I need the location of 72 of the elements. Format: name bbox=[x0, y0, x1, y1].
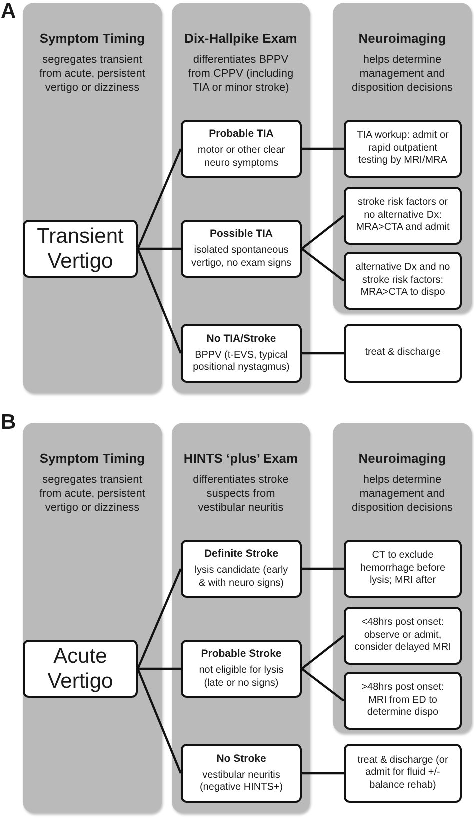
box-heading: Probable Stroke bbox=[201, 648, 282, 661]
connector-line bbox=[301, 215, 345, 250]
box-text: <48hrs post onset: observe or admit, consider delayed MRI bbox=[354, 617, 452, 655]
column-heading: HINTS ‘plus’ Exam bbox=[184, 451, 298, 467]
box-heading: Definite Stroke bbox=[204, 548, 279, 561]
column-panel bbox=[23, 3, 162, 393]
connector-line bbox=[136, 668, 182, 774]
box-text: Transient Vertigo bbox=[36, 224, 125, 274]
connector-line bbox=[138, 248, 181, 250]
outcome-box bbox=[181, 640, 302, 698]
box-text: vestibular neuritis (negative HINTS+) bbox=[198, 770, 284, 794]
box-text: lysis candidate (early & with neuro signs) bbox=[194, 565, 290, 590]
outcome-box bbox=[344, 540, 462, 598]
box-text: TIA workup: admit or rapid outpatient testing by MRI/MRA bbox=[356, 130, 450, 168]
connector-line bbox=[136, 568, 182, 670]
category-box bbox=[23, 220, 138, 278]
connector-line bbox=[302, 772, 344, 775]
box-text: treat & discharge (or admit for fluid +/- balance rehab) bbox=[356, 754, 450, 792]
box-text: treat & discharge bbox=[365, 347, 441, 360]
box-heading: Possible TIA bbox=[210, 228, 273, 241]
connector-line bbox=[302, 148, 344, 150]
outcome-box bbox=[344, 744, 462, 803]
column-panel bbox=[172, 3, 310, 393]
outcome-box bbox=[181, 220, 302, 278]
outcome-box bbox=[344, 120, 462, 178]
box-text: BPPV (t-EVS, typical positional nystagmus) bbox=[192, 350, 291, 374]
column-heading: Dix-Hallpike Exam bbox=[184, 31, 298, 47]
column-panel bbox=[172, 423, 310, 813]
column-description: helps determine management and disposition decisions bbox=[351, 53, 454, 95]
panel-label: A bbox=[1, 1, 16, 23]
column-heading: Symptom Timing bbox=[40, 451, 146, 467]
column-panel bbox=[23, 423, 162, 813]
category-box bbox=[23, 640, 138, 698]
column-heading: Symptom Timing bbox=[40, 31, 146, 47]
outcome-box bbox=[181, 744, 302, 803]
connector-line bbox=[302, 568, 344, 570]
column-heading: Neuroimaging bbox=[358, 451, 446, 467]
connector-line bbox=[136, 248, 182, 354]
outcome-box bbox=[344, 187, 462, 245]
column-description: segregates transient from acute, persistent vertigo or dizziness bbox=[38, 53, 146, 95]
outcome-box bbox=[181, 540, 302, 598]
connector-line bbox=[301, 635, 345, 670]
box-text: alternative Dx and no stroke risk factors: MRA>CTA to dispo bbox=[354, 262, 452, 300]
outcome-box bbox=[181, 120, 302, 178]
connector-line bbox=[138, 668, 181, 670]
outcome-box bbox=[344, 607, 462, 665]
outcome-box bbox=[344, 672, 462, 730]
connector-line bbox=[136, 148, 182, 250]
column-description: differentiates stroke suspects from vestibular neuritis bbox=[192, 473, 290, 515]
box-text: stroke risk factors or no alternative Dx: MRA>CTA and admit bbox=[355, 197, 451, 235]
column-description: differentiates BPPV from CPPV (including TIA or minor stroke) bbox=[187, 53, 295, 95]
column-panel bbox=[333, 3, 472, 313]
outcome-box bbox=[344, 324, 462, 383]
box-text: motor or other clear neuro symptoms bbox=[196, 145, 286, 170]
column-panel bbox=[333, 423, 472, 733]
column-description: helps determine management and disposition decisions bbox=[351, 473, 454, 515]
box-text: CT to exclude hemorrhage before lysis; MRI after bbox=[359, 550, 447, 588]
column-heading: Neuroimaging bbox=[358, 31, 446, 47]
box-heading: Probable TIA bbox=[209, 128, 274, 141]
box-text: Acute Vertigo bbox=[46, 644, 114, 694]
column-description: segregates transient from acute, persistent vertigo or dizziness bbox=[38, 473, 146, 515]
box-heading: No Stroke bbox=[216, 752, 266, 766]
connector-line bbox=[301, 248, 345, 282]
box-heading: No TIA/Stroke bbox=[206, 332, 276, 346]
box-text: isolated spontaneous vertigo, no exam signs bbox=[191, 245, 292, 270]
box-text: >48hrs post onset: MRI from ED to determine dispo bbox=[360, 682, 446, 720]
panel-label: B bbox=[1, 412, 16, 434]
box-text: not eligible for lysis (late or no signs) bbox=[198, 665, 285, 690]
outcome-box bbox=[181, 324, 302, 383]
outcome-box bbox=[344, 252, 462, 310]
connector-line bbox=[302, 352, 344, 355]
connector-line bbox=[301, 668, 345, 702]
